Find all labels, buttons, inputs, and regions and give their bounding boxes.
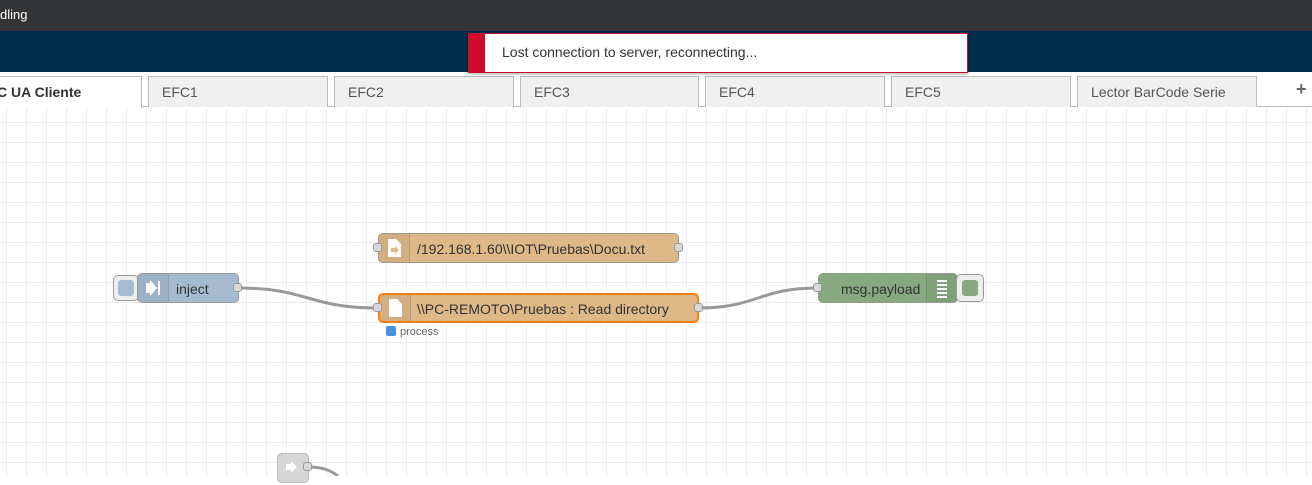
tab-label: EFC4 <box>719 84 755 100</box>
tab-label: EFC3 <box>534 84 570 100</box>
debug-input-port[interactable] <box>813 283 822 292</box>
debug-toggle-button[interactable] <box>956 274 984 302</box>
file-in-node[interactable]: \\PC-REMOTO\Pruebas : Read directory <box>378 293 699 323</box>
connection-lost-notification: Lost connection to server, reconnecting.… <box>468 33 968 73</box>
tab-opc-ua-cliente[interactable]: C UA Cliente <box>0 76 142 108</box>
debug-node[interactable]: msg.payload <box>818 273 958 303</box>
tab-efc3[interactable]: EFC3 <box>520 76 699 107</box>
file-out-icon <box>379 234 410 262</box>
debug-label: msg.payload <box>841 281 920 297</box>
arrow-in-icon <box>138 274 169 302</box>
inject-trigger-button[interactable] <box>113 275 139 301</box>
inject-label: inject <box>176 281 209 297</box>
file-out-input-port[interactable] <box>373 243 382 252</box>
tab-lector-barcode-serie[interactable]: Lector BarCode Serie <box>1077 76 1257 107</box>
file-in-status: process <box>386 326 439 338</box>
tab-efc4[interactable]: EFC4 <box>705 76 885 107</box>
list-icon <box>926 274 957 302</box>
tab-efc1[interactable]: EFC1 <box>148 76 328 107</box>
notification-accent-bar <box>469 34 485 72</box>
file-in-output-port[interactable] <box>694 303 703 312</box>
status-text: process <box>400 326 439 338</box>
notification-message: Lost connection to server, reconnecting.… <box>502 44 757 60</box>
tab-label: C UA Cliente <box>0 84 81 100</box>
status-dot-icon <box>386 326 396 336</box>
tab-label: Lector BarCode Serie <box>1091 84 1226 100</box>
tab-label: EFC1 <box>162 84 198 100</box>
tab-efc5[interactable]: EFC5 <box>891 76 1071 107</box>
window-titlebar: dling <box>0 0 1312 31</box>
tab-label: EFC5 <box>905 84 941 100</box>
file-in-label: \\PC-REMOTO\Pruebas : Read directory <box>417 301 669 317</box>
tab-label: EFC2 <box>348 84 384 100</box>
file-out-label: /192.168.1.60\\IOT\Pruebas\Docu.txt <box>417 241 645 257</box>
tab-efc2[interactable]: EFC2 <box>334 76 514 107</box>
file-icon <box>380 295 411 321</box>
partial-node-output-port[interactable] <box>303 462 312 471</box>
file-out-output-port[interactable] <box>674 243 683 252</box>
window-title: dling <box>0 7 27 22</box>
add-tab-button[interactable]: + <box>1296 79 1312 99</box>
inject-node[interactable]: inject <box>137 273 239 303</box>
file-out-node[interactable]: /192.168.1.60\\IOT\Pruebas\Docu.txt <box>378 233 679 263</box>
file-in-input-port[interactable] <box>373 303 382 312</box>
inject-output-port[interactable] <box>233 283 242 292</box>
flow-tabs: C UA Cliente EFC1 EFC2 EFC3 EFC4 EFC5 Le… <box>0 72 1312 107</box>
